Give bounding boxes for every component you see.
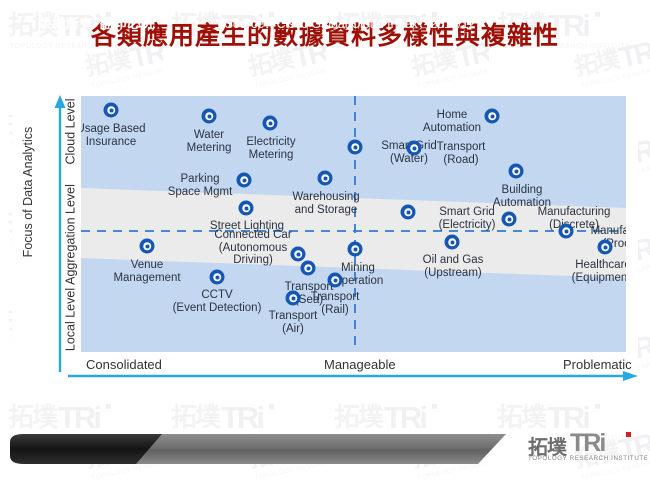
marker-manufacturing-process[interactable] (558, 223, 574, 239)
marker-manufacturing-discrete[interactable] (501, 211, 517, 227)
copyright-label: 版權所有‧翻印必究 (38, 16, 156, 31)
marker-cctv-event-detection[interactable] (209, 269, 225, 285)
marker-water-metering[interactable] (201, 108, 217, 124)
marker-connected-car[interactable] (290, 246, 306, 262)
label-transport-rail: Transport(Rail) (310, 291, 360, 316)
logo-red-dot-icon (626, 432, 631, 437)
marker-parking-space-mgmt[interactable] (236, 172, 252, 188)
marker-home-automation[interactable] (484, 108, 500, 124)
marker-transport-sea[interactable] (300, 260, 316, 276)
label-healthcare-equipment: Healthcare(Equipment) (571, 259, 626, 284)
label-smart-grid-electricity: Smart Grid(Electricity) (438, 206, 496, 231)
source-label: Source：Cisco Global Cloud Index，2016/12 (224, 17, 476, 31)
marker-venue-management[interactable] (139, 238, 155, 254)
marker-transport-rail[interactable] (327, 272, 343, 288)
marker-transport-air[interactable] (285, 290, 301, 306)
marker-usage-based-insurance[interactable] (103, 102, 119, 118)
marker-electricity-metering[interactable] (262, 115, 278, 131)
x-label-consolidated: Consolidated (86, 357, 162, 372)
marker-building-automation[interactable] (508, 163, 524, 179)
y-axis-title: Focus of Data Analytics (21, 126, 35, 258)
marker-smart-grid-electricity[interactable] (400, 204, 416, 220)
label-transport-road: Transport(Road) (436, 141, 486, 166)
marker-smart-grid-water[interactable] (347, 139, 363, 155)
marker-warehousing-storage[interactable] (317, 170, 333, 186)
marker-transport-road[interactable] (406, 140, 422, 156)
marker-oil-and-gas-upstream[interactable] (444, 234, 460, 250)
tri-logo: 拓墣 TRi TOPOLOGY RESEARCH INSTITUTE (528, 429, 648, 469)
label-oil-and-gas-upstream: Oil and Gas(Upstream) (422, 254, 484, 279)
marker-healthcare-equipment[interactable] (597, 239, 613, 255)
marker-street-lighting[interactable] (238, 200, 254, 216)
x-label-problematic: Problematic (563, 357, 632, 372)
logo-tri-text: TRi (570, 429, 606, 457)
logo-subtitle: TOPOLOGY RESEARCH INSTITUTE (528, 455, 649, 462)
marker-mining-operation[interactable] (347, 241, 363, 257)
x-axis-arrow-icon (68, 371, 638, 381)
x-label-manageable: Manageable (324, 357, 396, 372)
